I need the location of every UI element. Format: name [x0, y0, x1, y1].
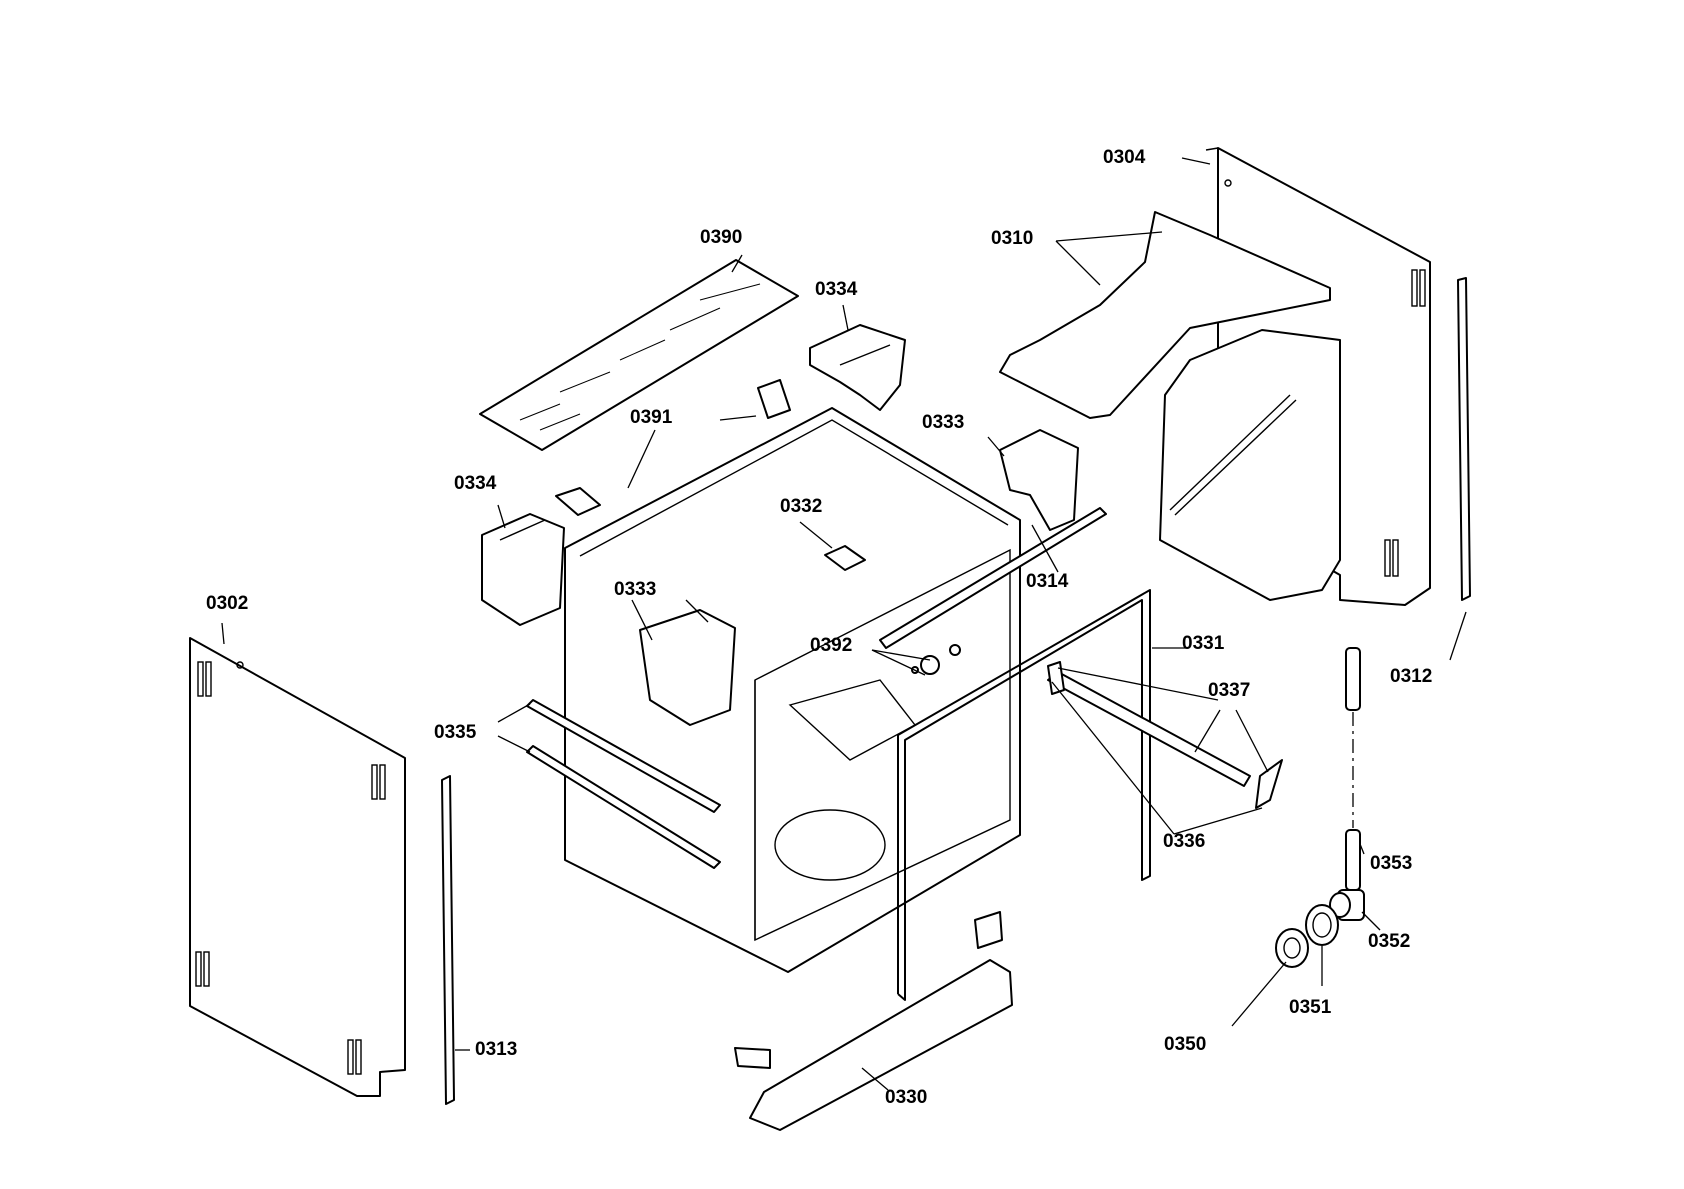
callout-0390: 0390: [700, 227, 743, 248]
part-0335-rail-lower: [526, 745, 721, 869]
part-0392-fittings: [911, 644, 961, 675]
part-0302-side-panel: [189, 637, 406, 1097]
leader-lines: [221, 157, 1467, 1091]
callout-0336: 0336: [1163, 831, 1206, 852]
callout-0337: 0337: [1208, 680, 1251, 701]
callout-0314: 0314: [1026, 571, 1069, 592]
part-0334-bracket-left: [481, 513, 565, 626]
callout-0331: 0331: [1182, 633, 1225, 654]
part-0335-rail-upper: [526, 699, 721, 813]
callout-0350: 0350: [1164, 1034, 1207, 1055]
part-0312-strip: [1457, 277, 1471, 601]
part-0334-bracket-top: [809, 324, 906, 411]
part-0353-hose-lower: [1345, 829, 1361, 891]
callout-0353: 0353: [1370, 853, 1413, 874]
callout-0313: 0313: [475, 1039, 518, 1060]
callout-0352: 0352: [1368, 931, 1411, 952]
dishwasher-tub: [564, 407, 1021, 973]
part-0353-hose-upper: [1345, 647, 1361, 711]
callout-0391: 0391: [630, 407, 673, 428]
part-0333-bracket-left: [639, 609, 736, 726]
part-0314-rail: [879, 507, 1107, 649]
callout-0310: 0310: [991, 228, 1034, 249]
callout-0312: 0312: [1390, 666, 1433, 687]
callout-0330: 0330: [885, 1087, 928, 1108]
part-0391-plate-lower: [555, 487, 601, 516]
part-0391-plate-upper: [757, 379, 791, 419]
part-0337-spray-arm: [1047, 661, 1283, 809]
callout-0351: 0351: [1289, 997, 1332, 1018]
part-0332-clip: [824, 545, 866, 571]
part-0313-strip: [441, 775, 455, 1105]
part-0330-plinth: [734, 911, 1013, 1131]
callout-0335: 0335: [434, 722, 477, 743]
callout-0332: 0332: [780, 496, 823, 517]
part-0352-elbow: [1329, 889, 1365, 921]
callout-0333-right: 0333: [922, 412, 965, 433]
part-0310-top-board: [999, 211, 1341, 601]
callout-0334-top: 0334: [815, 279, 858, 300]
callout-0334-left: 0334: [454, 473, 497, 494]
callout-0333-left: 0333: [614, 579, 657, 600]
callout-0302: 0302: [206, 593, 249, 614]
callout-0304: 0304: [1103, 147, 1146, 168]
callout-0392: 0392: [810, 635, 853, 656]
part-0331-gasket: [897, 589, 1151, 1001]
part-0350-cap: [1275, 928, 1309, 968]
part-0390-label-sheet: [479, 259, 799, 451]
part-0333-bracket-right: [999, 429, 1079, 531]
part-0351-nut: [1305, 904, 1339, 946]
